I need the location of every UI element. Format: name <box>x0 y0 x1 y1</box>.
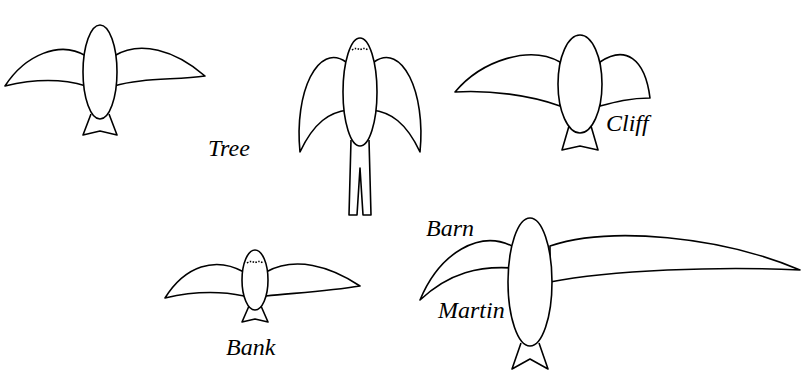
species-label: Bank <box>226 334 275 360</box>
species-label: Martin <box>438 297 505 323</box>
species-label: Tree <box>208 135 250 161</box>
cliff-swallow <box>455 35 650 150</box>
tree-swallow <box>5 25 205 135</box>
species-label: Cliff <box>606 110 649 136</box>
martin <box>420 218 800 369</box>
bank-swallow <box>165 250 360 322</box>
species-label: Barn <box>426 215 474 241</box>
barn-swallow <box>299 38 421 215</box>
